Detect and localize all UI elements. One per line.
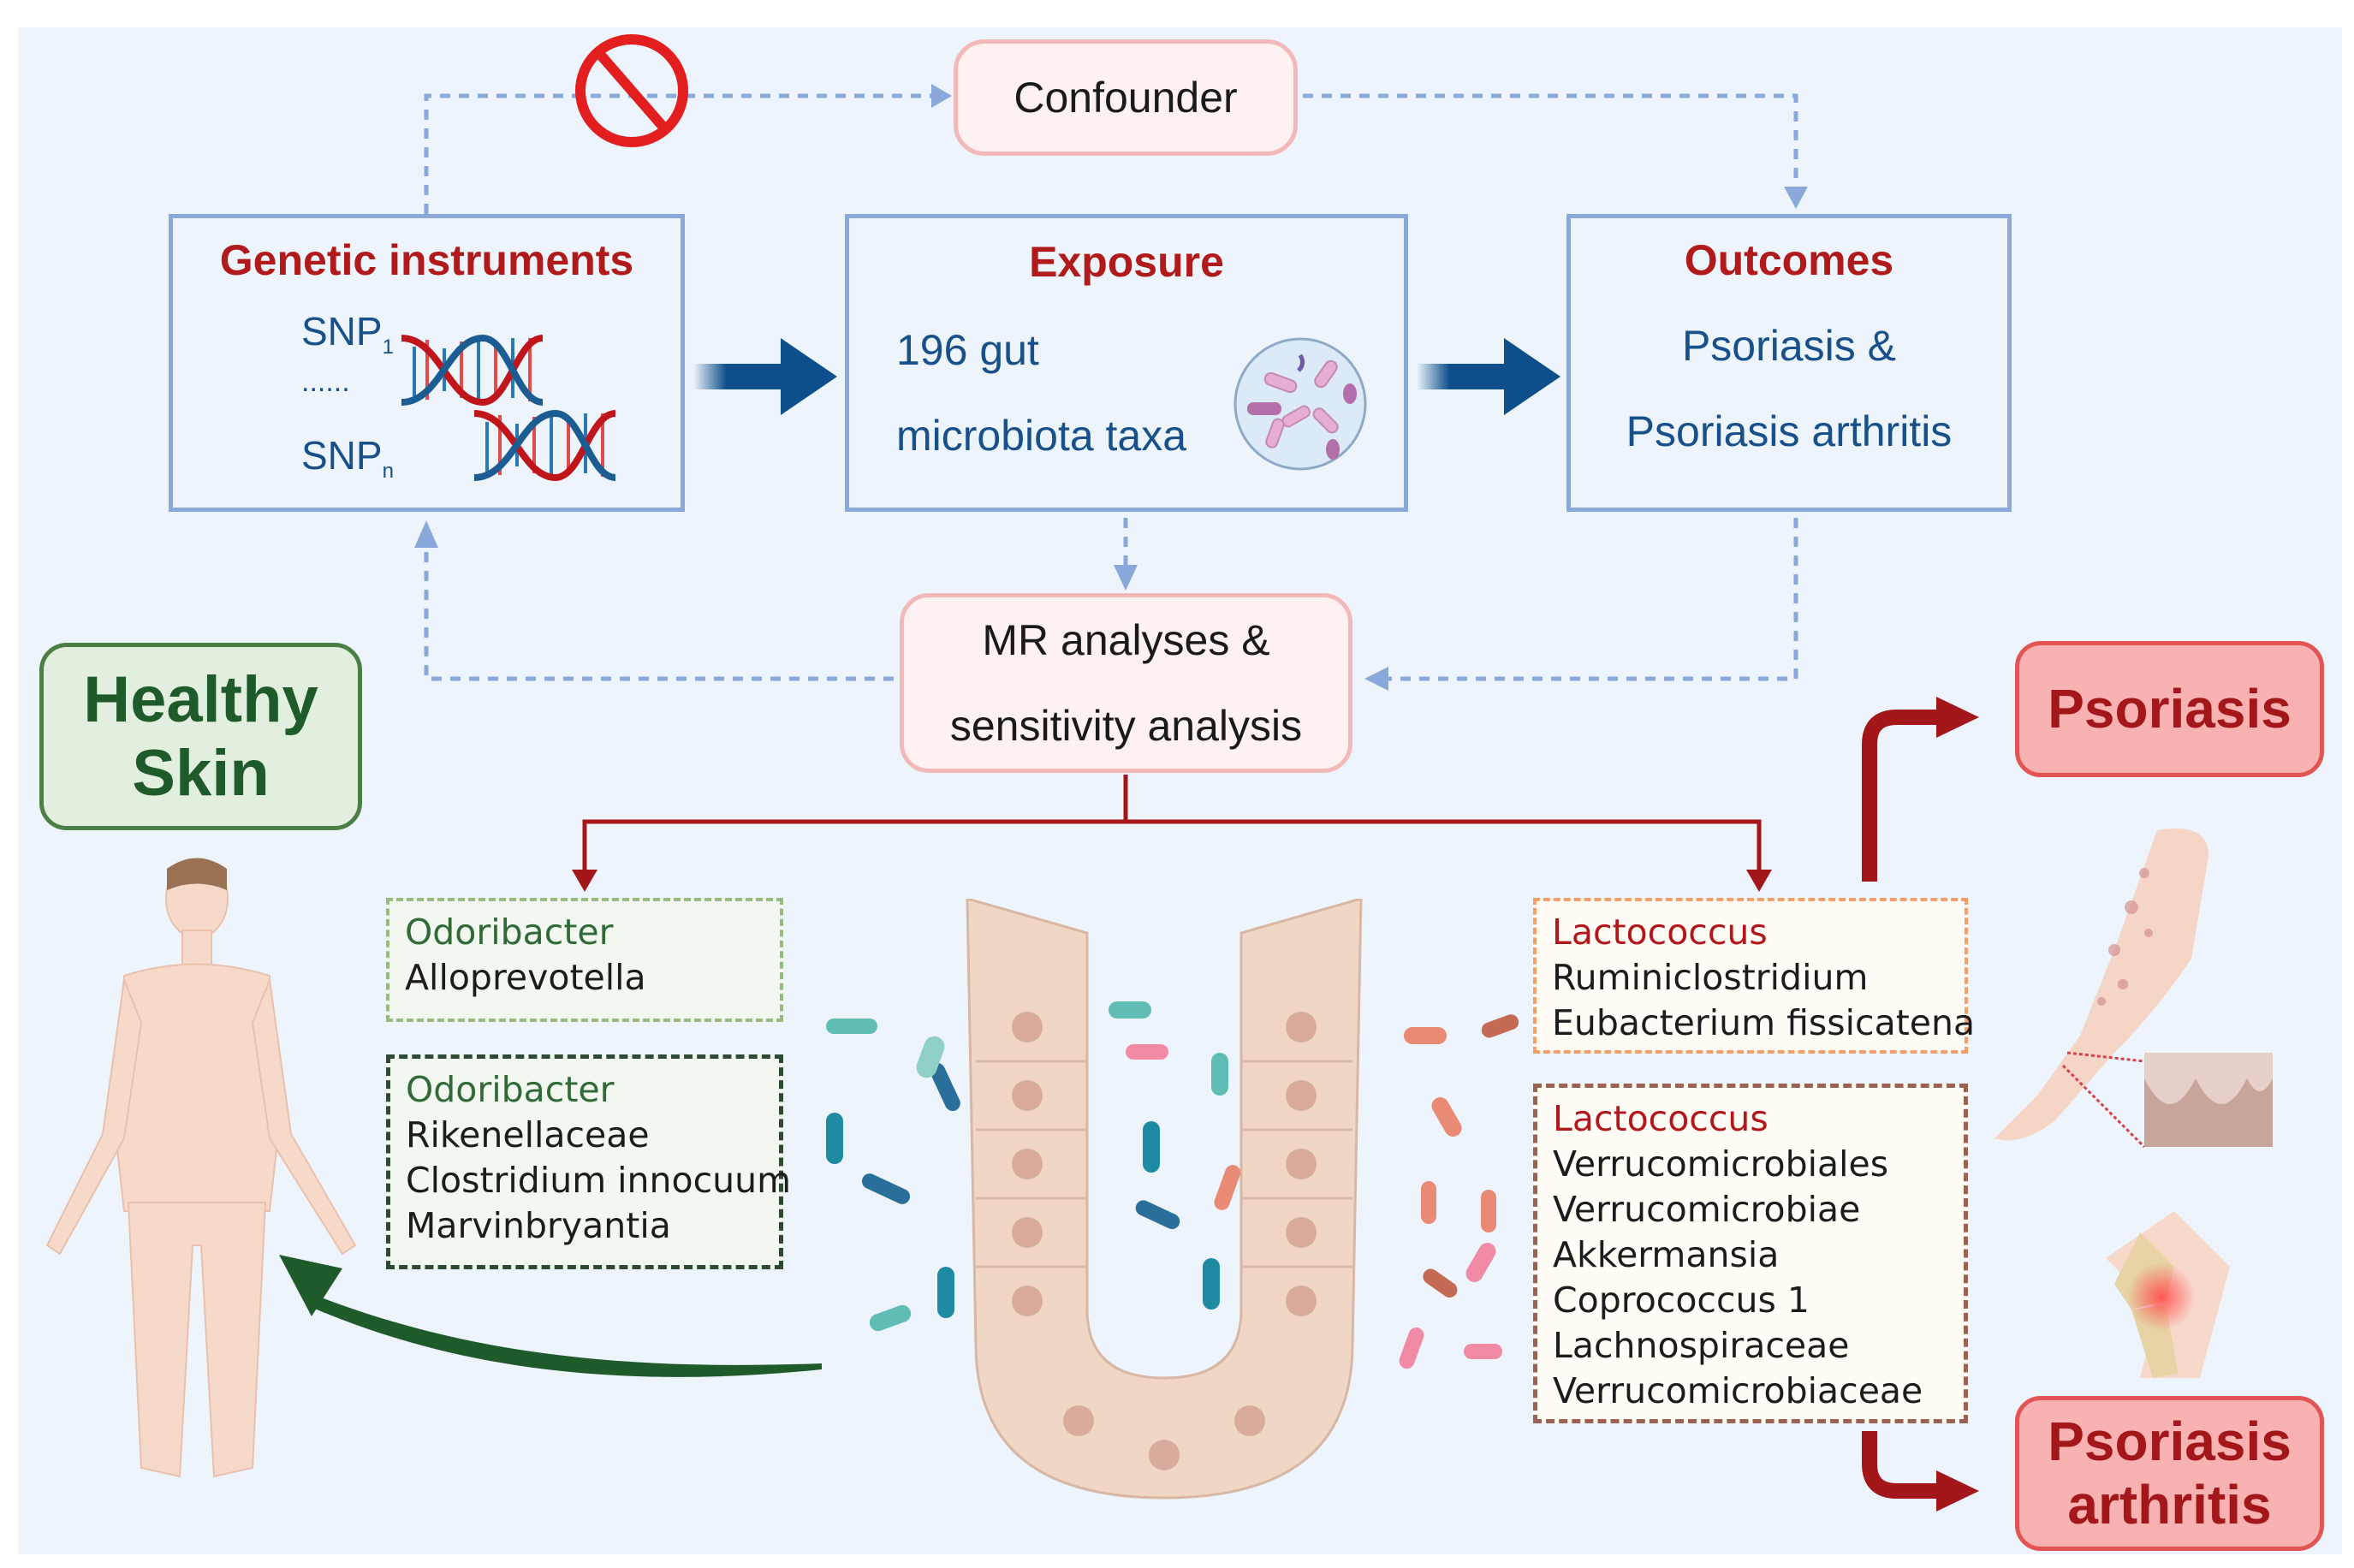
mr-analysis-line2: sensitivity analysis xyxy=(949,702,1303,750)
snp-ellipsis: ...... xyxy=(301,365,350,398)
psoriasis-arthritis-line2: arthritis xyxy=(2067,1473,2272,1535)
mr-analysis-box: MR analyses & sensitivity analysis xyxy=(900,593,1352,773)
psoriasis-arthritis-line1: Psoriasis xyxy=(2048,1410,2292,1472)
confounder-label: Confounder xyxy=(1014,74,1238,122)
healthy-skin-line2: Skin xyxy=(132,736,270,810)
protective-taxa-psa: Odoribacter Rikenellaceae Clostridium in… xyxy=(386,1054,792,1269)
taxon-item: Verrucomicrobiales xyxy=(1553,1143,1889,1185)
exposure-box: Exposure 196 gut microbiota taxa xyxy=(845,214,1408,512)
dashed-path-genetic-to-confounder xyxy=(424,93,933,214)
arrow-genetic-to-exposure xyxy=(693,338,837,415)
red-arrowhead-right xyxy=(1746,870,1772,892)
green-arrow-to-healthy-skin xyxy=(279,1255,822,1377)
red-arrowhead-left xyxy=(572,870,597,892)
outcomes-line1: Psoriasis & xyxy=(1681,322,1897,370)
snp-last-label: SNPn xyxy=(301,433,394,484)
taxon-item: Verrucomicrobiae xyxy=(1553,1189,1861,1230)
dna-helix-icon-2 xyxy=(473,409,616,482)
red-branch-lines xyxy=(582,775,1762,873)
taxon-item: Ruminiclostridium xyxy=(1552,957,1869,998)
mr-analysis-line1: MR analyses & xyxy=(982,616,1270,664)
taxon-item: Eubacterium fissicatena xyxy=(1552,1002,1976,1043)
risk-taxa-psoriasis: Lactococcus Ruminiclostridium Eubacteriu… xyxy=(1533,898,1976,1054)
human-body-icon xyxy=(45,858,357,1478)
taxon-item: Rikenellaceae xyxy=(406,1114,650,1155)
arrowhead-to-outcomes xyxy=(1784,187,1808,209)
exposure-title: Exposure xyxy=(1029,238,1224,286)
psoriasis-box: Psoriasis xyxy=(2015,641,2324,777)
arrowhead-to-confounder xyxy=(931,84,952,108)
taxon-head: Odoribacter xyxy=(405,912,614,953)
snp-first-label: SNP1 xyxy=(301,309,394,359)
genetic-instruments-box: Genetic instruments SNP1 ...... SNPn xyxy=(169,214,685,512)
dashed-path-mr-to-genetic xyxy=(424,548,894,681)
outcomes-line2: Psoriasis arthritis xyxy=(1626,407,1953,455)
arrow-exposure-to-outcomes xyxy=(1417,338,1560,415)
exposure-line2: microbiota taxa xyxy=(896,412,1187,460)
psoriatic-arm-illustration xyxy=(1994,829,2273,1149)
taxon-item: Clostridium innocuum xyxy=(406,1160,792,1201)
prohibited-icon xyxy=(575,34,688,147)
bacteria-cluster-inner xyxy=(1109,1001,1241,1310)
microbiota-petri-icon xyxy=(1233,337,1367,471)
bacteria-cluster-harmful xyxy=(1399,1014,1519,1369)
protective-taxa-psoriasis: Odoribacter Alloprevotella xyxy=(386,898,783,1022)
taxon-head: Lactococcus xyxy=(1553,1098,1768,1139)
taxon-item: Marvinbryantia xyxy=(406,1205,671,1246)
thick-arrow-to-psoriasis-arthritis xyxy=(1862,1431,1979,1512)
psoriasis-label: Psoriasis xyxy=(2048,677,2292,739)
arrowhead-to-mr xyxy=(1114,565,1138,591)
genetic-instruments-title: Genetic instruments xyxy=(219,236,634,284)
taxon-head: Lactococcus xyxy=(1552,912,1768,953)
risk-taxa-psa: Lactococcus Verrucomicrobiales Verrucomi… xyxy=(1533,1084,1968,1423)
dashed-path-confounder-to-outcomes xyxy=(1303,93,1798,187)
confounder-box: Confounder xyxy=(954,39,1298,156)
healthy-skin-box: Healthy Skin xyxy=(39,643,362,830)
taxon-item: Coprococcus 1 xyxy=(1553,1280,1810,1321)
outcomes-title: Outcomes xyxy=(1684,236,1894,284)
thick-arrow-to-psoriasis xyxy=(1862,697,1979,882)
taxon-item: Lachnospiraceae xyxy=(1553,1325,1850,1366)
exposure-line1: 196 gut xyxy=(896,326,1039,374)
dna-helix-icon xyxy=(401,334,544,407)
gut-villus-illustration xyxy=(966,899,1363,1500)
outcomes-box: Outcomes Psoriasis & Psoriasis arthritis xyxy=(1566,214,2012,512)
arrowhead-from-outcomes-to-mr xyxy=(1364,667,1388,691)
psoriasis-arthritis-box: Psoriasis arthritis xyxy=(2015,1396,2324,1551)
taxon-item: Verrucomicrobiaceae xyxy=(1553,1370,1923,1411)
taxon-head: Odoribacter xyxy=(406,1069,615,1110)
bacteria-cluster-beneficial xyxy=(826,1019,960,1332)
healthy-skin-line1: Healthy xyxy=(83,663,318,737)
taxon-item: Akkermansia xyxy=(1553,1234,1780,1275)
inflamed-knee-illustration xyxy=(2106,1211,2230,1378)
taxon-item: Alloprevotella xyxy=(405,957,646,998)
arrowhead-to-genetic xyxy=(414,520,438,548)
dashed-path-outcomes-to-mr xyxy=(1388,518,1798,681)
